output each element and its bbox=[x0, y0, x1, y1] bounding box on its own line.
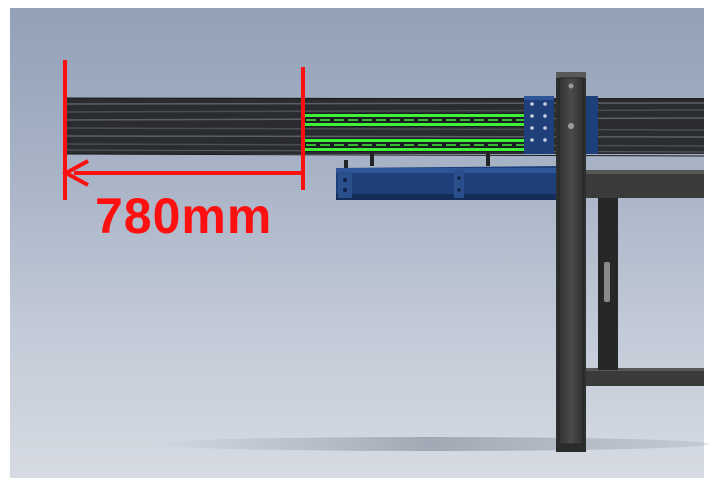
lower-frame-beam bbox=[586, 368, 704, 386]
highlighted-rails bbox=[304, 113, 526, 152]
arrow-left-icon bbox=[61, 159, 89, 187]
dimension-annotation bbox=[61, 60, 305, 200]
upper-frame-beam bbox=[586, 170, 704, 198]
rear-post-slot bbox=[604, 262, 610, 302]
rear-frame bbox=[586, 170, 704, 386]
floor-shadow bbox=[150, 437, 710, 451]
rail-hangers bbox=[344, 152, 490, 168]
main-frame-post bbox=[556, 72, 586, 452]
blue-bracket-beam bbox=[336, 166, 560, 200]
blue-end-plate bbox=[524, 96, 598, 154]
dimension-label: 780mm bbox=[95, 188, 273, 244]
cad-viewport bbox=[10, 8, 704, 478]
